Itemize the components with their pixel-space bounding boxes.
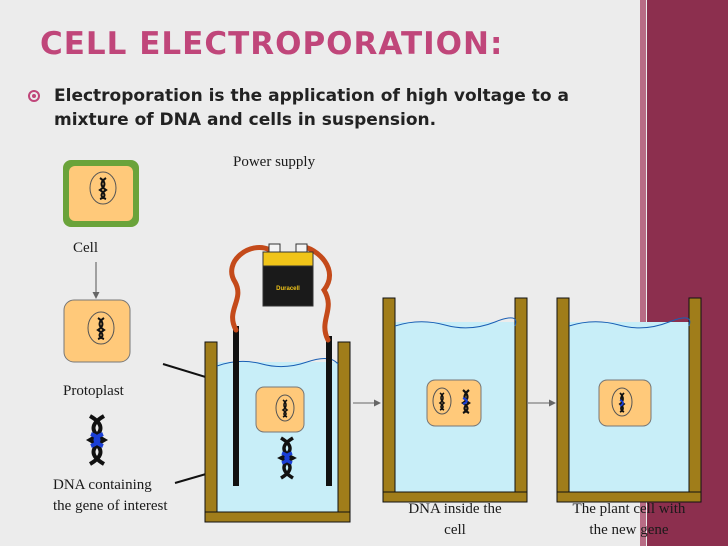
electrode-left <box>233 326 239 486</box>
beaker-electroporation <box>204 326 351 523</box>
battery-label: Duracell <box>276 286 300 292</box>
label-cell: Cell <box>73 240 98 256</box>
sidebar-stripe <box>640 0 646 546</box>
label-protoplast: Protoplast <box>63 383 124 399</box>
wire-left <box>229 245 273 333</box>
dna-gene-of-interest-icon <box>85 414 109 466</box>
protoplast <box>63 299 131 363</box>
recombinant-dna-icon <box>618 392 626 413</box>
label-dna-line1: DNA containing <box>53 477 152 493</box>
dna-inside-cell-icon <box>461 389 471 414</box>
electrode-right <box>326 336 332 486</box>
label-dna-line2: the gene of interest <box>53 498 168 514</box>
label-dna-inside-line1: DNA inside the <box>408 501 502 517</box>
bullet-text: Electroporation is the application of hi… <box>54 86 569 130</box>
label-power-supply: Power supply <box>233 154 316 170</box>
wire-right <box>297 243 332 343</box>
dna-helix-icon <box>98 177 108 200</box>
battery-icon <box>262 243 314 307</box>
plant-cell-with-wall <box>63 160 139 227</box>
slide-title: CELL ELECTROPORATION: <box>40 26 504 62</box>
dna-helix-icon <box>96 317 106 340</box>
label-plant-cell-line2: the new gene <box>589 522 669 538</box>
beaker-plant-cell-new-gene <box>556 297 702 503</box>
bullet-icon <box>28 90 40 102</box>
label-plant-cell-line1: The plant cell with <box>572 501 686 517</box>
beaker-dna-inside-cell <box>382 297 528 503</box>
label-dna-inside-line2: cell <box>444 522 466 538</box>
